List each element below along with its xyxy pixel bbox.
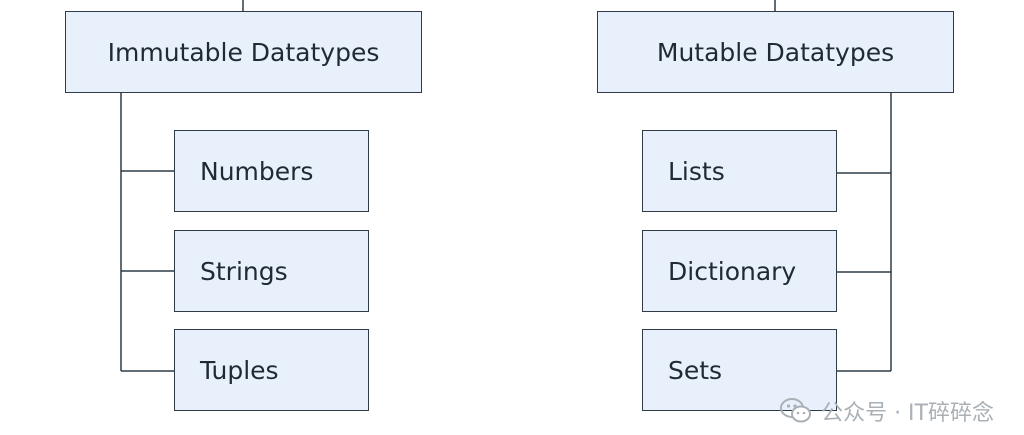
watermark: 公众号 · IT碎碎念 (779, 395, 994, 427)
dictionary-label: Dictionary (668, 256, 797, 286)
sets-box: Sets (642, 329, 837, 411)
immutable-datatypes-box: Immutable Datatypes (65, 11, 422, 93)
sets-label: Sets (668, 355, 723, 385)
lists-box: Lists (642, 130, 837, 212)
numbers-box: Numbers (174, 130, 369, 212)
strings-label: Strings (200, 256, 288, 286)
mutable-datatypes-box: Mutable Datatypes (597, 11, 954, 93)
immutable-datatypes-title: Immutable Datatypes (107, 37, 380, 67)
watermark-text: 公众号 · IT碎碎念 (821, 401, 994, 426)
tuples-box: Tuples (174, 329, 369, 411)
wechat-icon (780, 398, 812, 423)
strings-box: Strings (174, 230, 369, 312)
numbers-label: Numbers (200, 156, 314, 186)
lists-label: Lists (668, 156, 725, 186)
dictionary-box: Dictionary (642, 230, 837, 312)
mutable-datatypes-title: Mutable Datatypes (656, 37, 895, 67)
tuples-label: Tuples (200, 355, 279, 385)
